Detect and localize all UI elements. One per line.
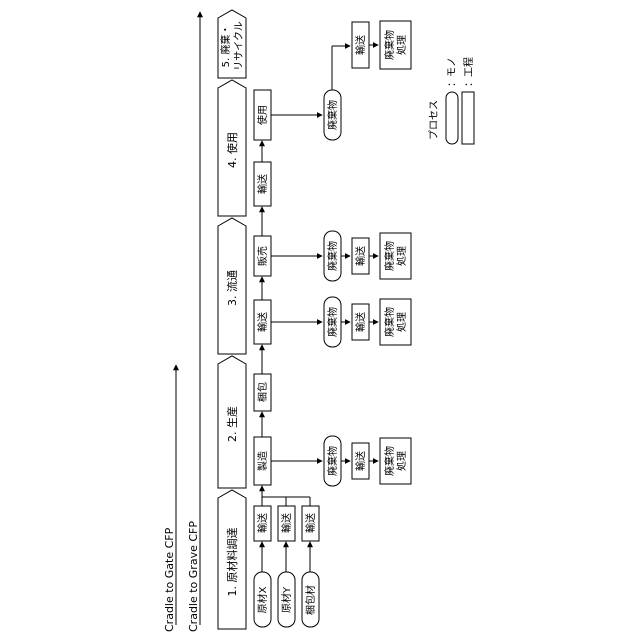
process-disposal-manufacture-line1: 廃棄物	[383, 446, 396, 476]
stage-3-label: 3. 流通	[225, 270, 239, 306]
process-transport-x-label: 輸送	[256, 513, 269, 533]
process-manufacture-label: 製造	[256, 451, 269, 471]
process-transport-waste-sale-label: 輸送	[354, 246, 367, 266]
process-disposal-sale-line1: 廃棄物	[383, 241, 396, 271]
item-waste-use-label: 廃棄物	[326, 100, 339, 130]
process-transport-y-label: 輸送	[280, 513, 293, 533]
process-disposal-sale-line2: 処理	[395, 246, 408, 266]
stage-2-label: 2. 生産	[225, 406, 239, 442]
item-packaging-material-label: 梱包材	[304, 585, 317, 615]
process-packaging-label: 梱包	[256, 382, 269, 402]
cradle-to-gate-label: Cradle to Gate CFP	[163, 527, 176, 632]
stage-5-label-line1: 5. 廃棄・	[219, 25, 232, 68]
process-use-label: 使用	[256, 105, 269, 125]
process-transport-use-label: 輸送	[256, 174, 269, 194]
stage-4-label: 4. 使用	[226, 132, 239, 168]
process-disposal-use-line2: 処理	[395, 35, 408, 55]
process-disposal-distribution-line2: 処理	[395, 312, 408, 332]
item-raw-x-label: 原材X	[256, 586, 269, 613]
item-waste-manufacture-label: 廃棄物	[326, 446, 339, 476]
item-raw-y-label: 原材Y	[280, 586, 293, 613]
legend-process-label: ：工程	[463, 57, 475, 87]
legend-item-swatch	[446, 92, 458, 144]
process-disposal-distribution-line1: 廃棄物	[383, 307, 396, 337]
process-sale-label: 販売	[256, 246, 269, 266]
legend-title: プロセス	[428, 100, 440, 140]
process-transport-distribution-label: 輸送	[256, 312, 269, 332]
process-disposal-manufacture-line2: 処理	[395, 451, 408, 471]
legend-process-swatch	[462, 92, 474, 144]
process-transport-waste-use-label: 輸送	[354, 35, 367, 55]
item-waste-sale-label: 廃棄物	[326, 241, 339, 271]
process-transport-waste-distribution-label: 輸送	[354, 312, 367, 332]
cradle-to-grave-label: Cradle to Grave CFP	[187, 521, 200, 632]
legend-item-label: ：モノ	[447, 57, 458, 87]
stage-5-label-line2: リサイクル	[233, 21, 245, 71]
stage-1-label: 1. 原材料調達	[225, 528, 239, 597]
process-transport-waste-manufacture-label: 輸送	[354, 451, 367, 471]
process-disposal-use-line1: 廃棄物	[383, 30, 396, 60]
item-waste-distribution-transport-label: 廃棄物	[326, 307, 339, 337]
process-transport-packaging-label: 輸送	[304, 513, 317, 533]
legend: プロセス ：モノ ：工程	[428, 57, 475, 144]
